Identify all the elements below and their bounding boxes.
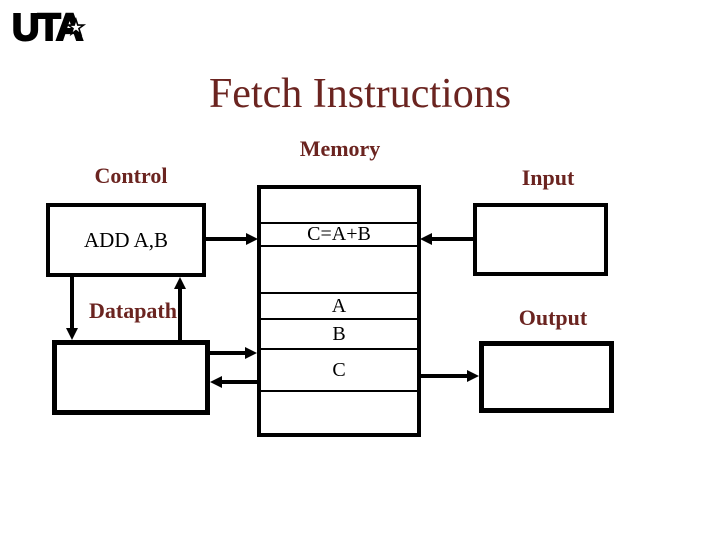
arrow-line <box>70 277 74 329</box>
uta-logo: UTA ★ <box>11 7 112 52</box>
memory-divider <box>261 318 417 320</box>
input-box <box>473 203 608 276</box>
memory-divider <box>261 222 417 224</box>
arrow-line <box>420 374 468 378</box>
memory-divider <box>261 390 417 392</box>
arrow-head <box>66 328 78 340</box>
arrow-head <box>420 233 432 245</box>
arrow-line <box>178 288 182 340</box>
memory-row: C <box>332 359 346 381</box>
memory-row: A <box>331 295 347 317</box>
label-control: Control <box>94 163 168 188</box>
memory-row <box>261 247 417 292</box>
arrow-line <box>206 237 248 241</box>
memory-row <box>261 392 417 433</box>
star-icon: ★ <box>66 15 86 39</box>
arrow-line <box>210 351 246 355</box>
arrow-line <box>221 380 257 384</box>
control-box: ADD A,B <box>46 203 206 277</box>
memory-divider <box>261 348 417 350</box>
arrow-head <box>467 370 479 382</box>
datapath-box <box>52 340 210 415</box>
memory-row <box>261 189 417 222</box>
memory-divider <box>261 245 417 247</box>
uta-logo-text: UTA <box>11 7 84 49</box>
arrow-head <box>245 347 257 359</box>
control-box-text: ADD A,B <box>83 227 168 252</box>
label-memory: Memory <box>299 136 381 161</box>
arrow-head <box>246 233 258 245</box>
memory-row: B <box>332 323 346 345</box>
output-box <box>479 341 614 413</box>
arrow-head <box>210 376 222 388</box>
memory-divider <box>261 292 417 294</box>
memory-box: C=A+B A B C <box>257 185 421 437</box>
arrow-line <box>431 237 473 241</box>
page-title: Fetch Instructions <box>208 71 512 117</box>
label-output: Output <box>518 305 588 330</box>
label-datapath: Datapath <box>88 298 177 323</box>
memory-row: C=A+B <box>307 223 371 245</box>
label-input: Input <box>521 165 575 190</box>
arrow-head <box>174 277 186 289</box>
